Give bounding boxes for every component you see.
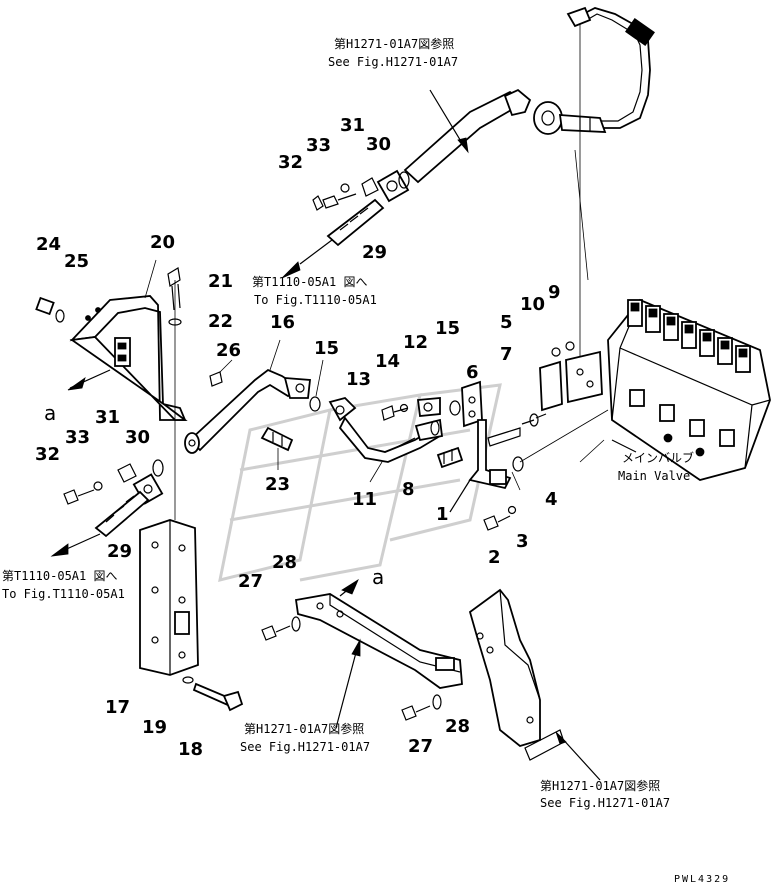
ref-mid-jp: 第T1110-05A1 図へ: [252, 275, 367, 289]
part-label-25: 25: [64, 251, 89, 272]
drawing-code: PWL4329: [674, 874, 730, 885]
valve-tube-assembly: [449, 341, 609, 531]
annotations: メインバルブ Main Valve a a PWL4329: [44, 401, 730, 885]
valve-spools: [627, 299, 751, 373]
part-label-7: 7: [500, 344, 513, 365]
main-valve: [607, 298, 771, 481]
part-label-6: 6: [466, 362, 479, 383]
bracket-20: [35, 267, 223, 520]
ref-bottom-mid-jp: 第H1271-01A7図参照: [244, 721, 364, 736]
part-label-9: 9: [548, 282, 561, 303]
part-label-32-top: 32: [278, 152, 303, 173]
bracket-17: [139, 519, 244, 712]
part-label-21: 21: [208, 271, 233, 292]
part-label-29-left: 29: [107, 541, 132, 562]
part-label-29-top: 29: [362, 242, 387, 263]
part-label-4: 4: [545, 489, 558, 510]
part-label-3: 3: [516, 531, 529, 552]
part-label-31-left: 31: [95, 407, 120, 428]
part-label-5: 5: [500, 312, 513, 333]
ref-left-en: To Fig.T1110-05A1: [2, 587, 125, 601]
part-label-11: 11: [352, 489, 377, 510]
part-label-22: 22: [208, 311, 233, 332]
part-label-31-top: 31: [340, 115, 365, 136]
bottom-right-bracket: [468, 588, 565, 761]
ref-top-en: See Fig.H1271-01A7: [328, 55, 458, 69]
ref-bottom-right-en: See Fig.H1271-01A7: [540, 796, 670, 810]
figure-references: 第H1271-01A7図参照 See Fig.H1271-01A7 第T1110…: [2, 36, 670, 810]
part-label-16: 16: [270, 312, 295, 333]
leader-lines: [144, 89, 605, 781]
part-label-33-left: 33: [65, 427, 90, 448]
part-label-15-left: 15: [314, 338, 339, 359]
part-label-23: 23: [265, 474, 290, 495]
main-valve-label-en: Main Valve: [618, 469, 690, 483]
part-label-33-top: 33: [306, 135, 331, 156]
main-valve-label-jp: メインバルブ: [622, 450, 694, 465]
part-label-27-left: 27: [238, 571, 263, 592]
part-number-labels: 1 2 3 4 5 6 7 8 9 10 11 12 13 14 15 15 1…: [35, 115, 561, 760]
top-hose-assembly: [281, 6, 655, 370]
part-label-13: 13: [346, 369, 371, 390]
ref-top-jp: 第H1271-01A7図参照: [334, 36, 454, 51]
ref-mid-en: To Fig.T1110-05A1: [254, 293, 377, 307]
part-label-28-bottom: 28: [445, 716, 470, 737]
middle-hose-assembly: [184, 368, 464, 469]
view-mark-a-left: a: [44, 401, 56, 425]
part-label-8: 8: [402, 479, 415, 500]
part-label-30-left: 30: [125, 427, 150, 448]
part-label-27-bottom: 27: [408, 736, 433, 757]
part-label-14: 14: [375, 351, 400, 372]
part-label-1: 1: [436, 504, 449, 525]
part-label-32-left: 32: [35, 444, 60, 465]
part-label-24: 24: [36, 234, 61, 255]
part-label-15-middle: 15: [435, 318, 460, 339]
bottom-center-bracket: [261, 578, 463, 721]
part-label-19: 19: [142, 717, 167, 738]
part-label-10: 10: [520, 294, 545, 315]
part-label-20: 20: [150, 232, 175, 253]
left-clamp-assembly: [50, 459, 164, 557]
part-label-2: 2: [488, 547, 501, 568]
part-label-30-top: 30: [366, 134, 391, 155]
part-label-18: 18: [178, 739, 203, 760]
part-label-17: 17: [105, 697, 130, 718]
part-label-12: 12: [403, 332, 428, 353]
part-label-26: 26: [216, 340, 241, 361]
ref-left-jp: 第T1110-05A1 図へ: [2, 569, 117, 583]
ref-bottom-right-jp: 第H1271-01A7図参照: [540, 778, 660, 793]
ref-bottom-mid-en: See Fig.H1271-01A7: [240, 740, 370, 754]
view-mark-a-bottom: a: [372, 565, 384, 589]
part-label-28-left: 28: [272, 552, 297, 573]
